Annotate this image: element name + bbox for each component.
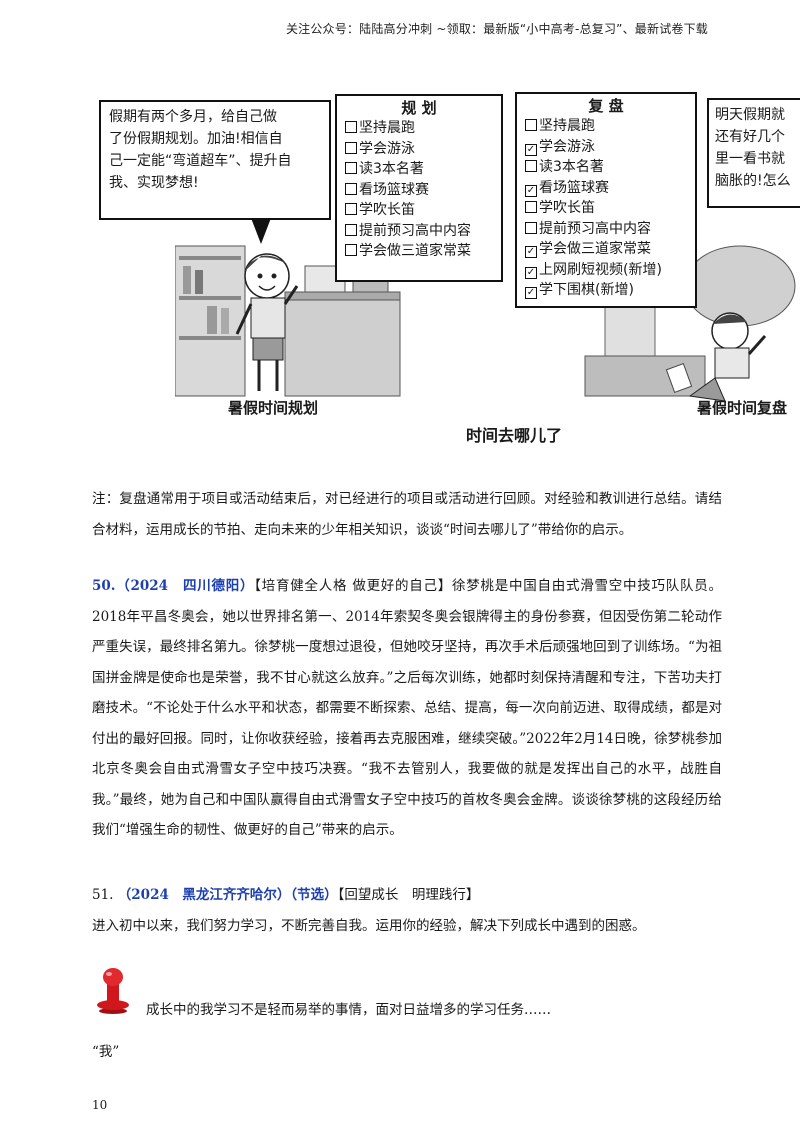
review-item-label: 学吹长笛 xyxy=(539,200,595,216)
review-item: 读3本名著 xyxy=(525,157,687,178)
bubble-line: 还有好几个 xyxy=(715,129,785,145)
bubble-line: 我、实现梦想! xyxy=(109,175,199,191)
plan-title: 规 划 xyxy=(401,99,437,117)
review-item: ✓学下围棋(新增) xyxy=(525,280,687,301)
checkbox-icon xyxy=(525,221,537,234)
question-51-label: （2024 黑龙江齐齐哈尔）（节选） xyxy=(117,887,338,903)
checkbox-icon xyxy=(345,162,357,174)
checkbox-icon xyxy=(345,244,357,256)
plan-checklist: 规 划 坚持晨跑 学会游泳 读3本名著 看场篮球赛 学吹长笛 提前预习高中内容 … xyxy=(335,94,503,282)
caption-planning: 暑假时间规划 xyxy=(228,399,319,417)
review-list: 坚持晨跑✓学会游泳读3本名著✓看场篮球赛学吹长笛提前预习高中内容✓学会做三道家常… xyxy=(525,116,687,301)
note-paragraph: 注：复盘通常用于项目或活动结束后，对已经进行的项目或活动进行回顾。对经验和教训进… xyxy=(92,491,722,538)
bubble-line: 己一定能“弯道超车”、提升自 xyxy=(109,153,292,169)
checkbox-icon xyxy=(345,141,357,154)
plan-item: 读3本名著 xyxy=(345,159,493,180)
plan-item: 学会做三道家常菜 xyxy=(345,241,493,262)
review-item-label: 提前预习高中内容 xyxy=(539,220,651,237)
caption-review: 暑假时间复盘 xyxy=(697,399,788,417)
review-item: ✓上网刷短视频(新增) xyxy=(525,260,687,281)
plan-item-label: 看场篮球赛 xyxy=(359,181,429,198)
checked-box-icon: ✓ xyxy=(525,266,537,279)
review-checklist: 复 盘 坚持晨跑✓学会游泳读3本名著✓看场篮球赛学吹长笛提前预习高中内容✓学会做… xyxy=(515,92,697,308)
plan-item: 学会游泳 xyxy=(345,139,493,160)
plan-item: 学吹长笛 xyxy=(345,200,493,221)
study-prompt: 成长中的我学习不是轻而易举的事情，面对日益增多的学习任务…… xyxy=(146,1002,551,1018)
reviewing-speech-bubble: 明天假期就 还有好几个 里一看书就 脑胀的!怎么 xyxy=(707,98,800,208)
question-51-heading: 51. （2024 黑龙江齐齐哈尔）（节选）【回望成长 明理践行】 xyxy=(92,880,722,911)
review-item-label: 学会做三道家常菜 xyxy=(539,241,651,257)
question-51: 51. （2024 黑龙江齐齐哈尔）（节选）【回望成长 明理践行】 进入初中以来… xyxy=(92,880,722,941)
wo-label: “我” xyxy=(92,1044,120,1060)
review-item-label: 学下围棋(新增) xyxy=(539,282,634,298)
plan-item-label: 读3本名著 xyxy=(359,161,424,177)
checkbox-icon xyxy=(525,201,537,213)
page-number: 10 xyxy=(92,1098,108,1112)
bubble-line: 了份假期规划。加油!相信自 xyxy=(109,131,283,147)
plan-item-label: 学吹长笛 xyxy=(359,202,415,218)
question-51-text: 进入初中以来，我们努力学习，不断完善自我。运用你的经验，解决下列成长中遇到的困惑… xyxy=(92,917,646,934)
cartoon-title: 时间去哪儿了 xyxy=(466,426,563,445)
page-header: 关注公众号：陆陆高分冲刺 ~领取：最新版“小中高考-总复习”、最新试卷下载 xyxy=(285,22,708,36)
bubble-line: 明天假期就 xyxy=(715,107,785,123)
checkbox-icon xyxy=(345,223,357,236)
question-50: 50.（2024 四川德阳）【培育健全人格 做更好的自己】徐梦桃是中国自由式滑雪… xyxy=(92,571,722,846)
question-50-label: 50.（2024 四川德阳） xyxy=(92,578,255,594)
review-item: ✓看场篮球赛 xyxy=(525,178,687,199)
plan-item: 提前预习高中内容 xyxy=(345,221,493,242)
question-50-text: 【培育健全人格 做更好的自己】徐梦桃是中国自由式滑雪空中技巧队队员。2018年平… xyxy=(92,578,723,838)
review-item: 提前预习高中内容 xyxy=(525,219,687,240)
checked-box-icon: ✓ xyxy=(525,184,537,197)
boy-reviewing-illustration xyxy=(584,245,796,402)
review-item: ✓学会游泳 xyxy=(525,137,687,158)
review-item-label: 上网刷短视频(新增) xyxy=(539,261,662,278)
review-item-label: 坚持晨跑 xyxy=(539,118,595,134)
plan-item-label: 学会做三道家常菜 xyxy=(359,243,471,259)
review-item-label: 看场篮球赛 xyxy=(539,179,609,196)
plan-item-label: 学会游泳 xyxy=(359,140,415,157)
review-item-label: 读3本名著 xyxy=(539,159,604,175)
review-item: 坚持晨跑 xyxy=(525,116,687,137)
planning-speech-bubble: 假期有两个多月，给自己做 了份假期规划。加油!相信自 己一定能“弯道超车”、提升… xyxy=(99,100,331,244)
checkbox-icon xyxy=(525,160,537,172)
checked-box-icon: ✓ xyxy=(525,246,537,258)
checked-box-icon: ✓ xyxy=(525,287,537,299)
checkbox-icon xyxy=(345,182,357,195)
bubble-line: 假期有两个多月，给自己做 xyxy=(109,109,277,125)
bubble-line: 里一看书就 xyxy=(715,151,785,167)
plan-item-label: 提前预习高中内容 xyxy=(359,222,471,239)
question-51-number: 51. xyxy=(92,887,114,903)
review-item: 学吹长笛 xyxy=(525,198,687,219)
checkbox-icon xyxy=(345,203,357,215)
review-item: ✓学会做三道家常菜 xyxy=(525,239,687,260)
review-item-label: 学会游泳 xyxy=(539,138,595,155)
plan-item: 坚持晨跑 xyxy=(345,118,493,139)
bubble-line: 脑胀的!怎么 xyxy=(715,173,791,189)
checkbox-icon xyxy=(525,119,537,131)
checked-box-icon: ✓ xyxy=(525,143,537,156)
cartoon-illustration: 假期有两个多月，给自己做 了份假期规划。加油!相信自 己一定能“弯道超车”、提升… xyxy=(95,86,800,476)
checkbox-icon xyxy=(345,121,357,133)
question-51-topic: 【回望成长 明理践行】 xyxy=(337,887,480,903)
pushpin-icon xyxy=(97,968,129,1014)
plan-item-label: 坚持晨跑 xyxy=(359,120,415,136)
review-title: 复 盘 xyxy=(588,97,624,115)
plan-item: 看场篮球赛 xyxy=(345,180,493,201)
